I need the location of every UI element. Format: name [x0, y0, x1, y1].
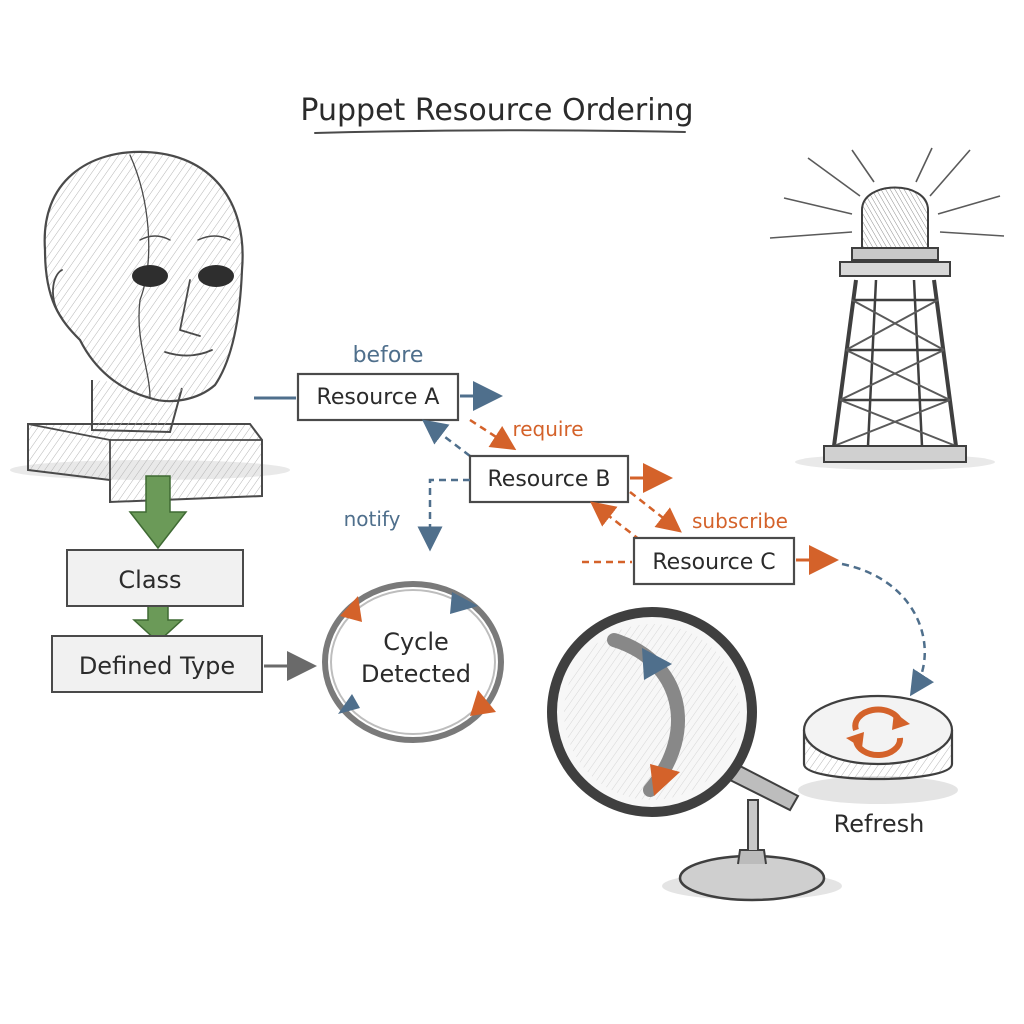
- resource-c-node: Resource C: [582, 536, 839, 586]
- resource-c-box: [632, 536, 796, 586]
- notify-arrow: [417, 478, 470, 552]
- edge-label-notify: notify: [344, 507, 401, 531]
- defined-type-node: Defined Type: [51, 635, 263, 693]
- resource-a-node: Resource A: [254, 372, 503, 422]
- resource-b-box: [468, 454, 630, 504]
- title-text: Puppet Resource Ordering: [300, 93, 693, 128]
- defined-type-box: [51, 635, 263, 693]
- class-box: [66, 549, 244, 607]
- refresh-label: Refresh: [834, 810, 925, 838]
- diagram-title: Puppet Resource Ordering: [300, 93, 694, 134]
- edge-label-require: require: [512, 417, 583, 441]
- cycle-ring: Cycle Detected: [322, 581, 504, 743]
- cycle-arrow-left: [340, 596, 362, 622]
- edge-label-before: before: [353, 343, 424, 368]
- resource-c-label: Resource C: [652, 550, 775, 575]
- cycle-label-line1: Cycle: [383, 628, 449, 656]
- dashed-arrow-b-to-c: [629, 491, 682, 533]
- class-node: Class: [66, 549, 244, 607]
- dashed-arrow-a-to-b: [469, 418, 517, 451]
- cycle-arrow-bottom: [338, 694, 360, 714]
- cycle-arrow-top: [450, 592, 478, 614]
- class-label: Class: [118, 566, 181, 594]
- green-arrow-class-to-defined-type: [132, 605, 184, 644]
- beacon-tower-icon: [769, 147, 1005, 470]
- dashed-arrow-c-to-b: [590, 501, 641, 541]
- refresh-icon: [798, 694, 958, 804]
- magnifying-glass-icon: [547, 607, 842, 902]
- green-arrow-head-to-class: [128, 475, 188, 550]
- resource-a-label: Resource A: [317, 385, 440, 410]
- dashed-arrow-b-to-a: [422, 419, 471, 457]
- resource-b-label: Resource B: [488, 467, 611, 492]
- resource-b-node: Resource B: [468, 454, 673, 504]
- title-underline: [314, 129, 686, 134]
- mannequin-head-icon: [10, 150, 290, 504]
- cycle-arrow-right: [470, 690, 496, 716]
- cycle-label-line2: Detected: [361, 660, 471, 688]
- edge-label-subscribe: subscribe: [692, 509, 788, 533]
- defined-type-label: Defined Type: [79, 652, 235, 680]
- dashed-arrow-to-refresh: [841, 562, 935, 697]
- resource-a-box: [296, 372, 460, 422]
